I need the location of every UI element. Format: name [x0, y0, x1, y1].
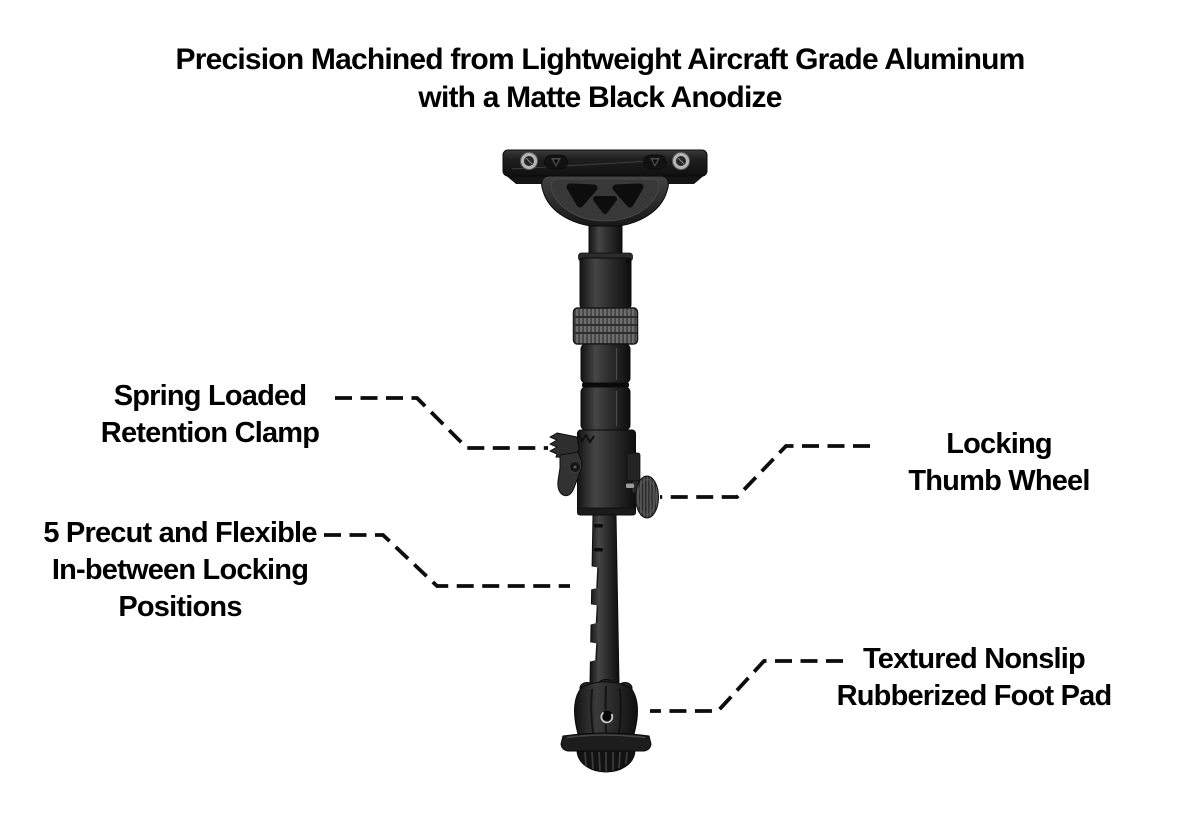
label-line: In-between Locking [51, 554, 309, 586]
mount-cutout-center [593, 196, 617, 214]
foot-pad-groove [618, 688, 622, 734]
knurled-ring [572, 307, 639, 345]
leader-spring-clamp [335, 396, 548, 450]
clamp-spring [577, 433, 595, 444]
leg-tube [588, 514, 620, 685]
thumb-wheel [635, 475, 659, 519]
label-line: Thumb Wheel [908, 465, 1090, 497]
clamp-housing-bottom-rim [577, 507, 636, 516]
leader-foot-pad [650, 659, 843, 713]
page-title: Precision Machined from Lightweight Airc… [0, 41, 1200, 117]
mount-cutout-left [566, 183, 598, 208]
leg-notch [588, 642, 597, 662]
retention-clamp-lever [549, 432, 595, 497]
mount-bar-machined-edge [511, 159, 669, 170]
faceted-tube [580, 343, 631, 431]
countersink-left [544, 154, 568, 170]
thumb-wheel-pin [626, 483, 634, 488]
thumb-wheel-bracket [626, 452, 641, 482]
label-locking-positions: 5 Precut and Flexible In-between Locking… [5, 515, 355, 626]
label-line: Rubberized Foot Pad [836, 680, 1113, 712]
label-line: Textured Nonslip [863, 643, 1086, 675]
foot-pad-flange [560, 732, 652, 752]
label-line: Retention Clamp [100, 417, 320, 449]
foot-pad [560, 679, 652, 773]
thumb-wheel-assembly [626, 452, 659, 519]
neck-tube [588, 225, 623, 255]
mount-cutout-right [612, 183, 644, 208]
leg-notch [589, 566, 598, 590]
title-line-1: Precision Machined from Lightweight Airc… [175, 43, 1025, 76]
leader-thumb-wheel [660, 444, 870, 499]
countersink-right [643, 154, 667, 170]
label-line: Spring Loaded [113, 380, 307, 412]
label-line: 5 Precut and Flexible [43, 517, 317, 549]
title-line-2: with a Matte Black Anodize [418, 81, 782, 114]
upper-tube [579, 257, 632, 309]
leader-locking-positions [324, 533, 570, 588]
foot-pad-groove [590, 688, 594, 734]
monopod-illustration [502, 149, 708, 773]
leg-nick [594, 524, 603, 528]
leg-nick [594, 548, 603, 552]
leader-lines [324, 396, 870, 713]
upper-tube-set-screw [626, 260, 630, 264]
mount-screw-left [520, 152, 538, 170]
label-line: Positions [118, 591, 242, 623]
foot-pad-groove [604, 685, 607, 734]
label-spring-retention-clamp: Spring Loaded Retention Clamp [35, 378, 385, 452]
leg-notch [589, 604, 598, 625]
label-line: Locking [946, 428, 1052, 460]
label-locking-thumb-wheel: Locking Thumb Wheel [824, 426, 1174, 500]
label-rubberized-foot-pad: Textured Nonslip Rubberized Foot Pad [799, 641, 1149, 715]
mount-screw-right [672, 152, 690, 170]
